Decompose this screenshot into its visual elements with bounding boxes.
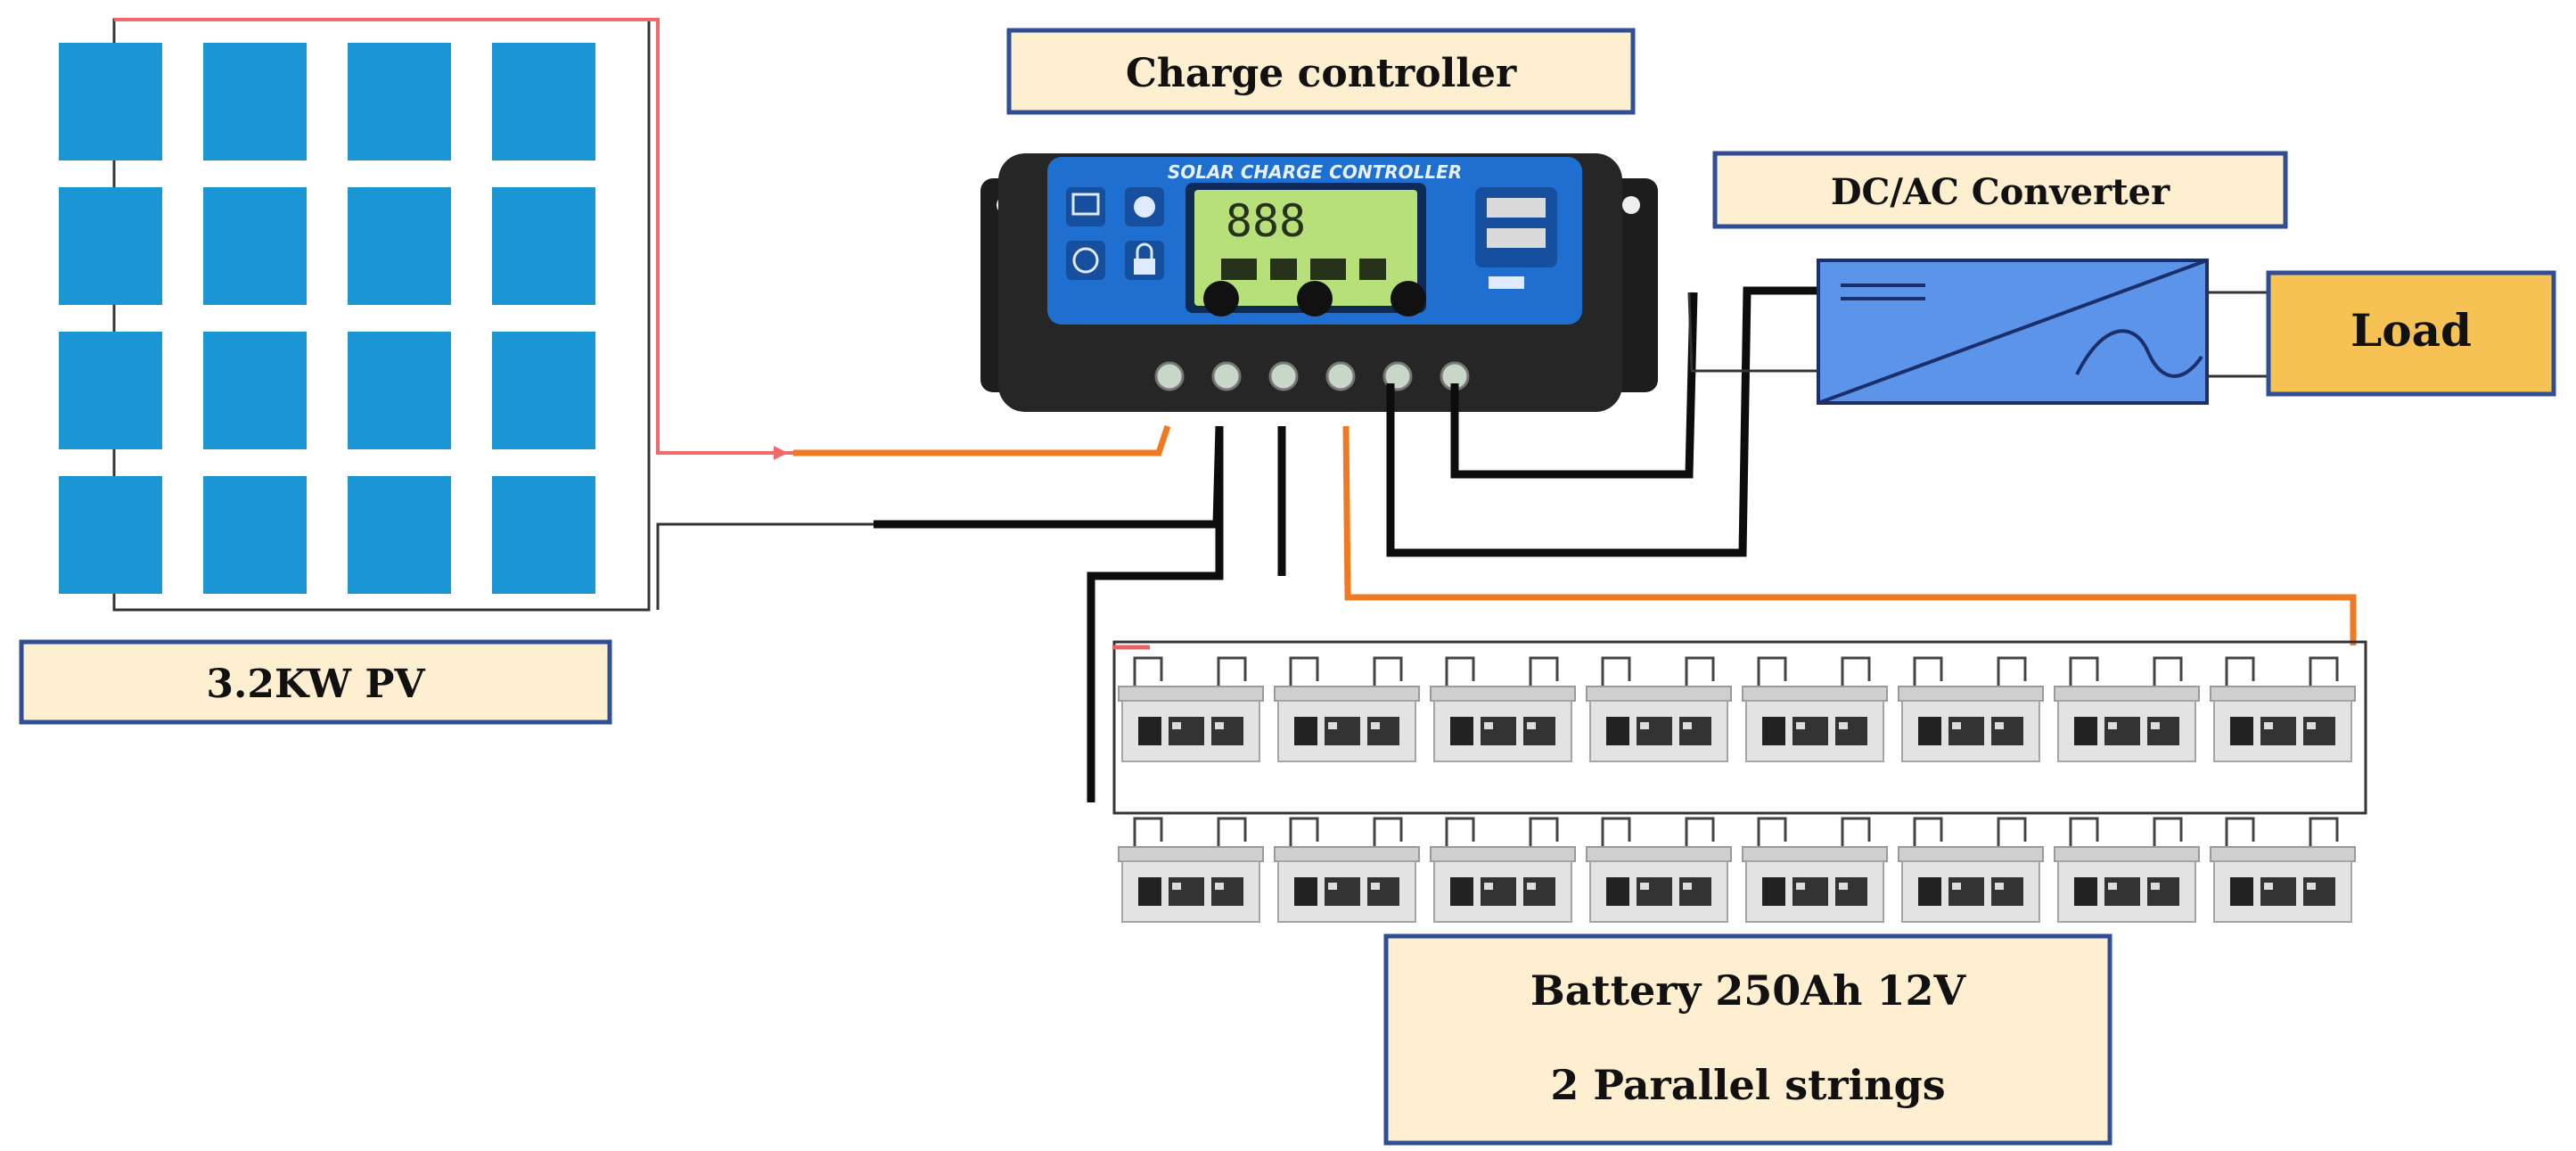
battery-icon bbox=[2210, 817, 2356, 923]
battery-icon bbox=[1274, 656, 1420, 762]
solar-panel-icon bbox=[348, 332, 451, 449]
solar-panel-icon bbox=[492, 476, 595, 594]
battery-icon bbox=[2054, 817, 2200, 923]
battery-icon bbox=[2054, 656, 2200, 762]
load-negative-wire bbox=[1386, 286, 1818, 557]
battery-icon bbox=[1898, 656, 2044, 762]
battery-bank-frame-wire bbox=[1112, 640, 2367, 815]
solar-panel-icon bbox=[203, 332, 307, 449]
battery-negative-wire bbox=[1087, 426, 1224, 802]
solar-panel-icon bbox=[203, 187, 307, 305]
solar-panel-icon bbox=[59, 332, 162, 449]
pv-array bbox=[59, 18, 651, 612]
battery-icon bbox=[1742, 656, 1888, 762]
pv-positive-wire-orange bbox=[793, 424, 1171, 456]
solar-panel-icon bbox=[59, 43, 162, 160]
battery-positive-wire bbox=[1342, 425, 2357, 645]
controller-display-text: 888 bbox=[1226, 195, 1306, 247]
solar-panel-icon bbox=[492, 332, 595, 449]
controller-label-text: Charge controller bbox=[1126, 51, 1517, 96]
arrow-icon bbox=[774, 446, 788, 460]
pv-label: 3.2KW PV bbox=[19, 639, 612, 725]
charge-controller-icon: SOLAR CHARGE CONTROLLER 888 bbox=[980, 153, 1658, 412]
solar-panel-icon bbox=[348, 43, 451, 160]
battery-icon bbox=[1586, 656, 1732, 762]
solar-panel-icon bbox=[59, 187, 162, 305]
terminal-icon bbox=[1382, 361, 1413, 391]
load-box: Load bbox=[2266, 270, 2556, 397]
controller-brand-text: SOLAR CHARGE CONTROLLER bbox=[1168, 161, 1462, 183]
battery-icon bbox=[1118, 656, 1264, 762]
pv-negative-wire-thin bbox=[656, 522, 874, 610]
load-positive-wire bbox=[1450, 292, 1698, 479]
inverter-icon bbox=[1817, 259, 2209, 405]
battery-icon bbox=[2210, 656, 2356, 762]
battery-label-line2: 2 Parallel strings bbox=[1550, 1061, 1945, 1109]
terminal-icon bbox=[1211, 361, 1242, 391]
solar-panel-icon bbox=[348, 476, 451, 594]
battery-icon bbox=[1430, 656, 1576, 762]
battery-icon bbox=[1118, 817, 1264, 923]
terminal-icon bbox=[1268, 361, 1299, 391]
battery-icon bbox=[1274, 817, 1420, 923]
pv-positive-wire bbox=[114, 18, 793, 455]
battery-icon bbox=[1742, 817, 1888, 923]
solar-panel-icon bbox=[59, 476, 162, 594]
solar-panel-icon bbox=[203, 476, 307, 594]
solar-panel-icon bbox=[492, 187, 595, 305]
solar-panel-icon bbox=[492, 43, 595, 160]
battery-icon bbox=[1430, 817, 1576, 923]
solar-panel-icon bbox=[203, 43, 307, 160]
converter-label-text: DC/AC Converter bbox=[1831, 171, 2170, 213]
pv-negative-wire bbox=[874, 425, 1224, 529]
pv-label-text: 3.2KW PV bbox=[206, 662, 425, 707]
load-label-text: Load bbox=[2350, 304, 2472, 357]
battery-bank bbox=[1112, 640, 2367, 923]
controller-label: Charge controller bbox=[1006, 28, 1636, 115]
battery-label-line1: Battery 250Ah 12V bbox=[1530, 966, 1967, 1015]
battery-label: Battery 250Ah 12V 2 Parallel strings bbox=[1383, 933, 2112, 1146]
battery-icon bbox=[1898, 817, 2044, 923]
load-wire-thin bbox=[1687, 292, 1818, 373]
terminal-icon bbox=[1154, 361, 1185, 391]
solar-panel-icon bbox=[348, 187, 451, 305]
converter-label: DC/AC Converter bbox=[1712, 151, 2288, 229]
terminal-icon bbox=[1325, 361, 1356, 391]
battery-icon bbox=[1586, 817, 1732, 923]
